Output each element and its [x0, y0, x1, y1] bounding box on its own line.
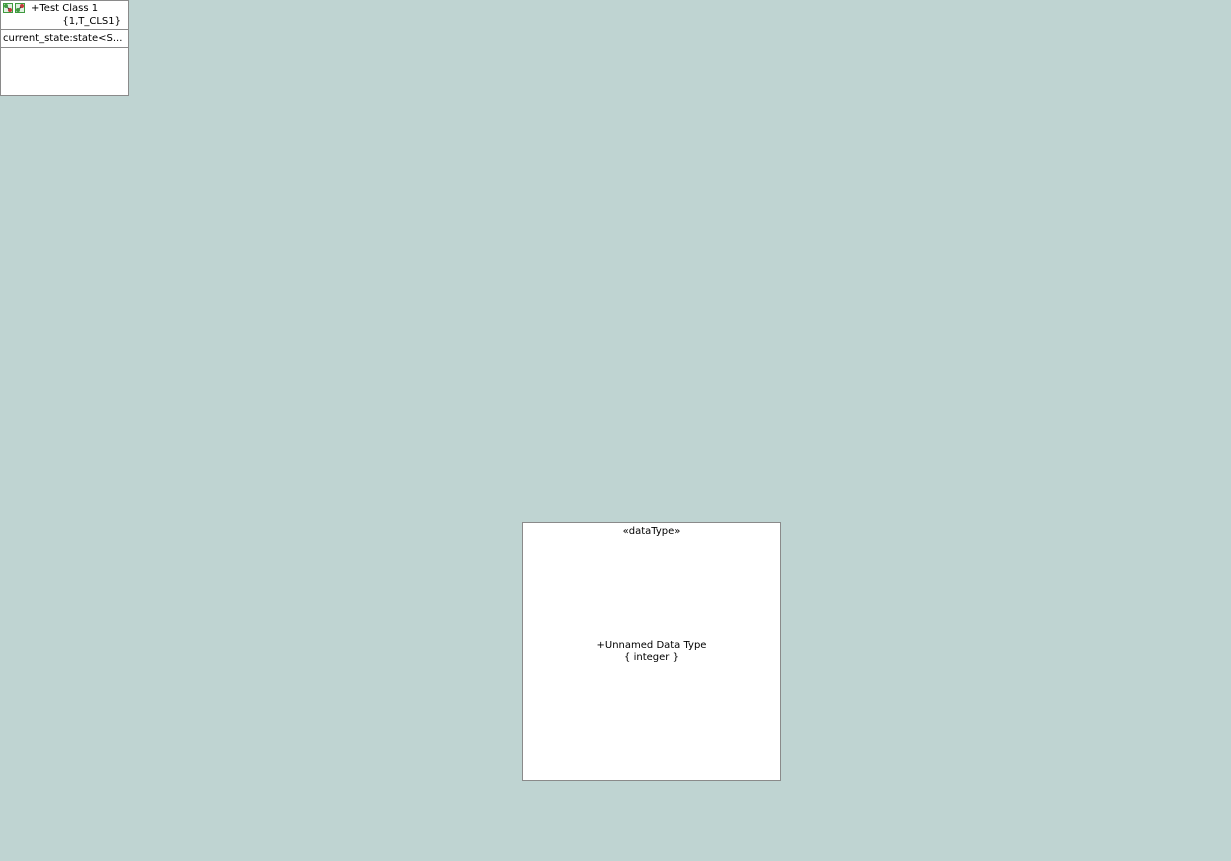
class-shape-test-class-1[interactable]: +Test Class 1 {1,T_CLS1} current_state:s… — [0, 0, 129, 96]
class-attributes-compartment: current_state:state<S... — [1, 30, 128, 48]
data-type-shape-unnamed[interactable]: «dataType» +Unnamed Data Type { integer … — [522, 522, 781, 781]
class-state-machine-icon[interactable] — [3, 3, 13, 13]
data-type-label: +Unnamed Data Type { integer } — [523, 640, 780, 664]
data-type-stereotype: «dataType» — [622, 526, 681, 537]
class-attribute: current_state:state<S... — [3, 33, 123, 44]
class-name: +Test Class 1 — [31, 3, 99, 14]
class-header: +Test Class 1 {1,T_CLS1} — [1, 1, 128, 30]
class-key-letters: {1,T_CLS1} — [62, 16, 121, 27]
data-type-name: +Unnamed Data Type — [596, 640, 707, 651]
class-icons — [3, 3, 25, 13]
instance-state-machine-icon[interactable] — [15, 3, 25, 13]
data-type-core-type: { integer } — [624, 652, 679, 663]
